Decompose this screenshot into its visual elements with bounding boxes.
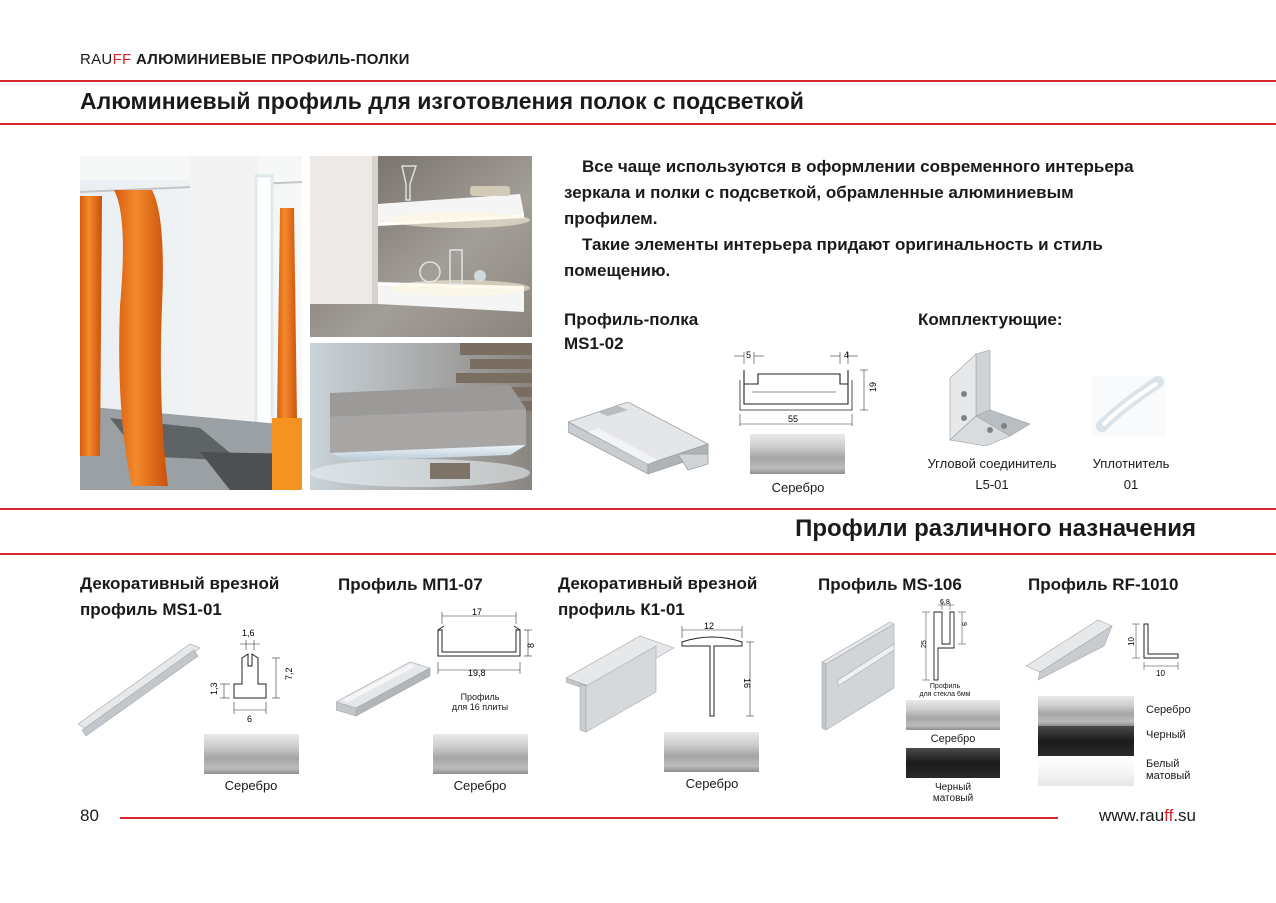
- page-number: 80: [80, 806, 99, 825]
- rf-1010-finish-black: Черный: [1146, 729, 1186, 741]
- svg-text:10: 10: [1156, 669, 1165, 678]
- shelf-profile-drawing: 5 4 19 55: [720, 344, 880, 439]
- ms-106-note: Профиль для стекла 6мм: [919, 683, 971, 698]
- swatch-silver-mp1-07: [433, 734, 528, 774]
- intro-p1: Все чаще используются в оформлении совре…: [564, 157, 1134, 228]
- accessories-title: Комплектующие:: [918, 310, 1063, 329]
- seal-img: [1092, 376, 1166, 441]
- accessory-1: Угловой соединитель L5-01: [927, 456, 1057, 492]
- mp1-07-3d: [335, 656, 432, 725]
- svg-text:19,8: 19,8: [468, 668, 486, 678]
- website-link[interactable]: www.rauff.su: [1098, 806, 1196, 825]
- ms1-01-3d: [77, 640, 204, 745]
- section2-divider: [0, 553, 1276, 555]
- product-k1-01-title: Декоративный врезной профиль К1-01: [558, 574, 758, 619]
- svg-text:6,8: 6,8: [940, 599, 950, 606]
- section2-title: Профили различного назначения: [795, 515, 1196, 542]
- intro-text: Все чаще используются в оформлении совре…: [564, 154, 1164, 284]
- mp1-07-finish: Серебро: [453, 778, 507, 793]
- shelf-profile-title: Профиль-полка MS1-02: [564, 310, 699, 353]
- brand-rau: RAU: [80, 51, 113, 68]
- accessory-2: Уплотнитель 01: [1092, 456, 1170, 492]
- title-divider: [0, 123, 1276, 125]
- k1-01-finish: Серебро: [685, 776, 739, 791]
- ms-106-3d: [818, 618, 898, 737]
- swatch-black-rf-1010: [1038, 726, 1134, 756]
- dim-4: 4: [844, 350, 849, 360]
- rf-1010-drawing: 10 10: [1122, 618, 1188, 683]
- ms1-01-drawing: 1,6 7,2 1,3 6: [200, 622, 300, 727]
- mp1-07-drawing: 17 8 19,8: [426, 606, 536, 685]
- section-divider: [0, 508, 1276, 510]
- svg-text:10: 10: [1127, 637, 1136, 646]
- rf-1010-3d: [1024, 616, 1116, 687]
- ms1-01-finish: Серебро: [224, 778, 278, 793]
- swatch-silver-ms1-01: [204, 734, 299, 774]
- ms-106-drawing: 6,8 9 25: [914, 598, 980, 687]
- swatch-white-rf-1010: [1038, 756, 1134, 786]
- photo-lit-shelf: [310, 343, 532, 490]
- intro-p2: Такие элементы интерьера придают оригина…: [564, 235, 1103, 280]
- mp1-07-note: Профиль для 16 плиты: [451, 692, 509, 712]
- svg-text:9: 9: [960, 622, 967, 626]
- product-ms1-01-title: Декоративный врезной профиль MS1-01: [80, 574, 280, 619]
- rf-1010-finish-silver: Серебро: [1146, 704, 1191, 716]
- svg-text:8: 8: [526, 643, 536, 648]
- shelf-profile-3d: [566, 398, 713, 493]
- photo-fitting-room: [80, 156, 302, 490]
- svg-text:16: 16: [742, 678, 752, 688]
- brand-title: АЛЮМИНИЕВЫЕ ПРОФИЛЬ-ПОЛКИ: [135, 51, 410, 68]
- photo-shelves: [310, 156, 532, 337]
- dim-5: 5: [746, 350, 751, 360]
- swatch-silver-k1-01: [664, 732, 759, 772]
- rf-1010-finish-white: Белый матовый: [1146, 758, 1191, 782]
- swatch-black-ms-106: [906, 748, 1000, 778]
- svg-text:25: 25: [921, 640, 928, 648]
- k1-01-drawing: 12 16: [672, 618, 758, 727]
- shelf-finish-label: Серебро: [771, 480, 825, 495]
- svg-text:12: 12: [704, 621, 714, 631]
- swatch-silver-shelf: [750, 434, 845, 474]
- ms-106-finish-silver: Серебро: [930, 733, 976, 745]
- swatch-silver-ms-106: [906, 700, 1000, 730]
- svg-text:1,3: 1,3: [209, 682, 219, 695]
- product-mp1-07-title: Профиль МП1-07: [338, 575, 483, 594]
- k1-01-3d: [565, 632, 676, 741]
- svg-text:17: 17: [472, 607, 482, 617]
- dim-55: 55: [788, 414, 798, 424]
- ms-106-finish-black: Черный матовый: [932, 782, 974, 804]
- svg-text:6: 6: [247, 714, 252, 722]
- footer-divider: [120, 817, 1058, 819]
- main-title: Алюминиевый профиль для изготовления пол…: [80, 88, 804, 114]
- corner-connector-img: [946, 349, 1036, 451]
- svg-text:1,6: 1,6: [242, 628, 255, 638]
- dim-19: 19: [868, 382, 878, 392]
- brand-ff: FF: [112, 51, 132, 68]
- product-ms-106-title: Профиль MS-106: [818, 575, 962, 594]
- product-rf-1010-title: Профиль RF-1010: [1028, 575, 1179, 594]
- svg-text:7,2: 7,2: [284, 667, 294, 680]
- header-divider: [0, 80, 1276, 82]
- swatch-silver-rf-1010: [1038, 696, 1134, 726]
- brand-header: RAUFF АЛЮМИНИЕВЫЕ ПРОФИЛЬ-ПОЛКИ: [80, 51, 410, 68]
